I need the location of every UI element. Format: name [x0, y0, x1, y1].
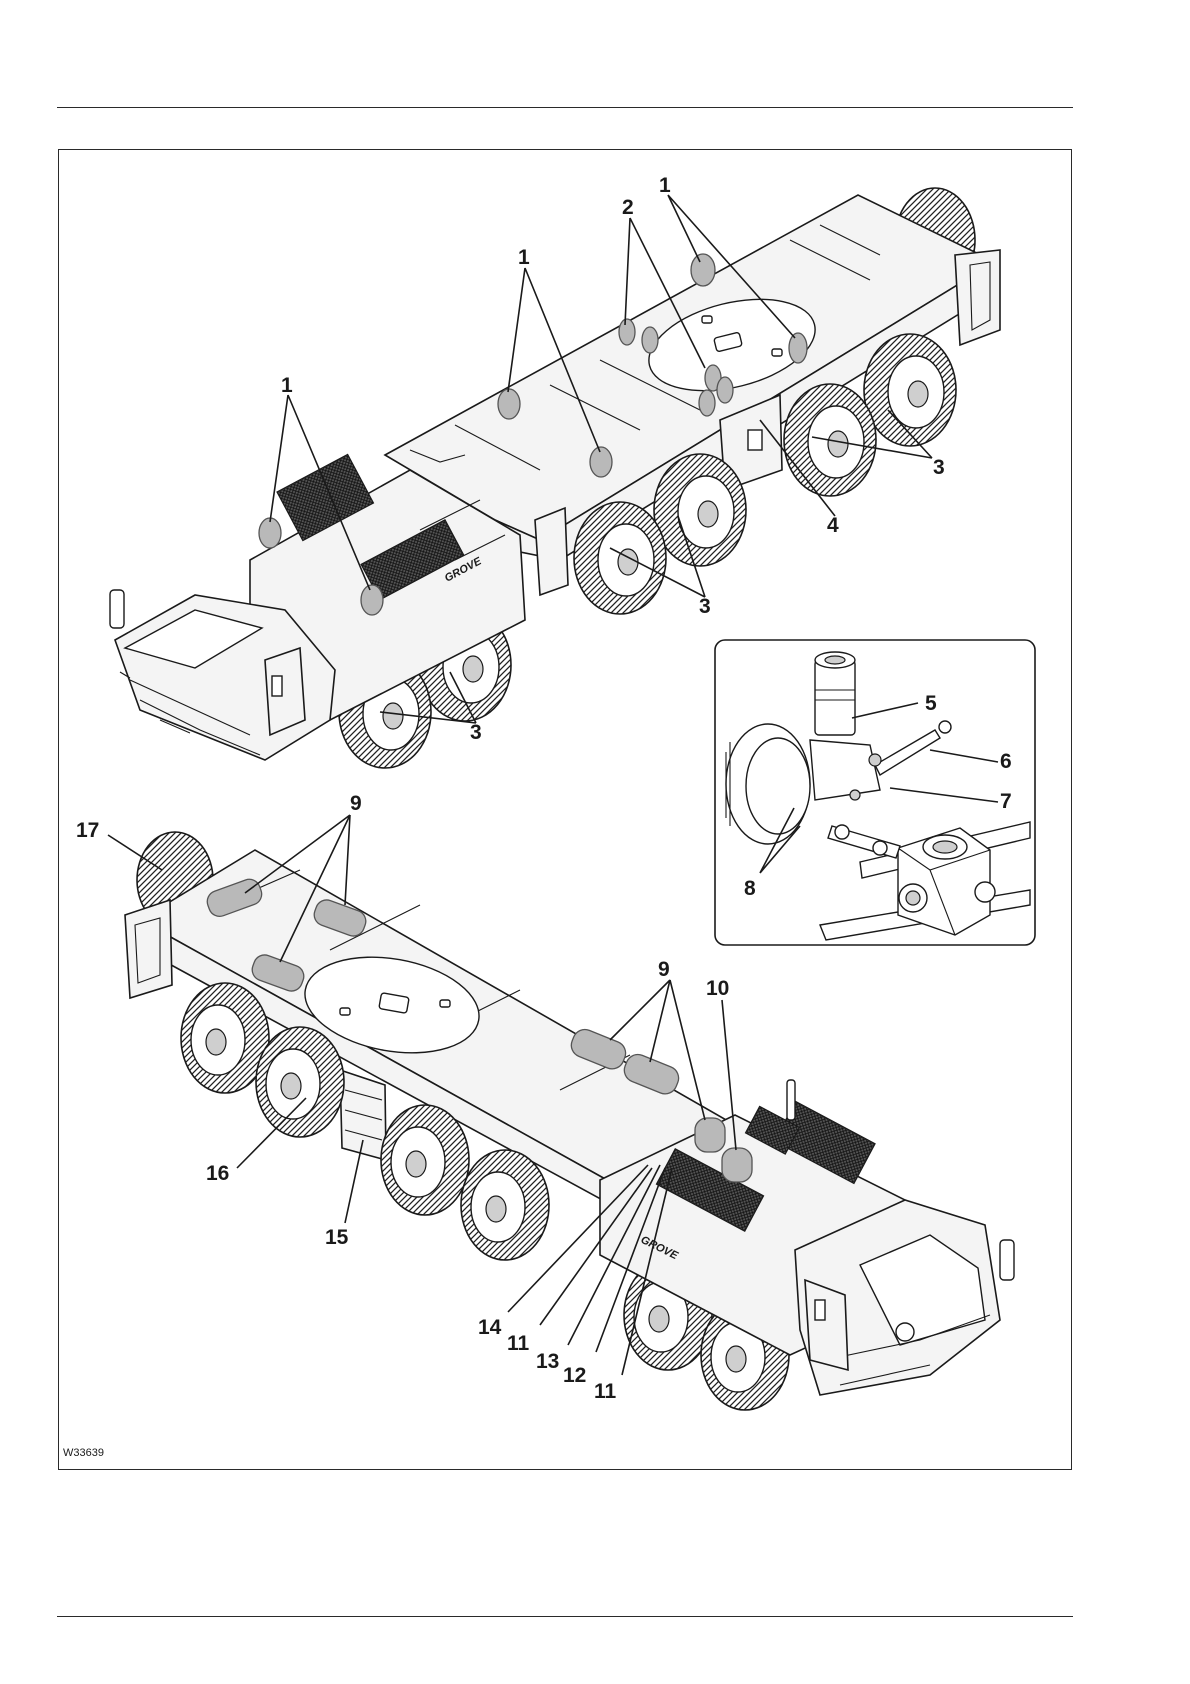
callout-12: 12	[563, 1364, 586, 1387]
callout-1: 1	[659, 174, 671, 197]
callout-13: 13	[536, 1350, 559, 1373]
callout-10: 10	[706, 977, 729, 1000]
callout-6: 6	[1000, 750, 1012, 773]
callout-9: 9	[658, 958, 670, 981]
rear-outrigger-bottom	[125, 900, 172, 998]
wheel-bottom-4	[461, 1150, 549, 1260]
callout-16: 16	[206, 1162, 229, 1185]
wheel-top-3	[654, 454, 746, 566]
callout-5: 5	[925, 692, 937, 715]
grease-point	[498, 389, 520, 419]
callout-2: 2	[622, 196, 634, 219]
detail-inset	[715, 640, 1035, 945]
callout-1: 1	[518, 246, 530, 269]
mirror-bottom	[1000, 1240, 1014, 1280]
mirror-top	[110, 590, 124, 628]
callout-15: 15	[325, 1226, 349, 1249]
wheel-bottom-2	[256, 1027, 344, 1137]
grease-point	[789, 333, 807, 363]
grease-point	[722, 1148, 752, 1182]
actuator-column	[815, 660, 855, 735]
grease-point	[695, 1118, 725, 1152]
callout-3: 3	[933, 456, 945, 479]
figure-code: W33639	[63, 1447, 104, 1459]
callout-11: 11	[594, 1380, 617, 1403]
grease-point	[699, 390, 715, 416]
callout-9: 9	[350, 792, 362, 815]
grease-point	[691, 254, 715, 286]
grease-point	[717, 377, 733, 403]
callout-1: 1	[281, 374, 293, 397]
callout-3: 3	[699, 595, 711, 618]
callout-7: 7	[1000, 790, 1012, 813]
callout-8: 8	[744, 877, 756, 900]
grease-point	[590, 447, 612, 477]
wheel-bottom-3	[381, 1105, 469, 1215]
callout-14: 14	[478, 1316, 502, 1339]
callout-11: 11	[507, 1332, 530, 1355]
grease-point	[259, 518, 281, 548]
grease-point	[619, 319, 635, 345]
callout-17: 17	[76, 819, 99, 842]
callout-4: 4	[827, 514, 839, 537]
cab-door-top	[265, 648, 305, 735]
cab-door-bottom	[805, 1280, 848, 1370]
wheel-top-4	[574, 502, 666, 614]
callout-3: 3	[470, 721, 482, 744]
wheel-top-1	[864, 334, 956, 446]
grease-point	[361, 585, 383, 615]
grease-point	[642, 327, 658, 353]
